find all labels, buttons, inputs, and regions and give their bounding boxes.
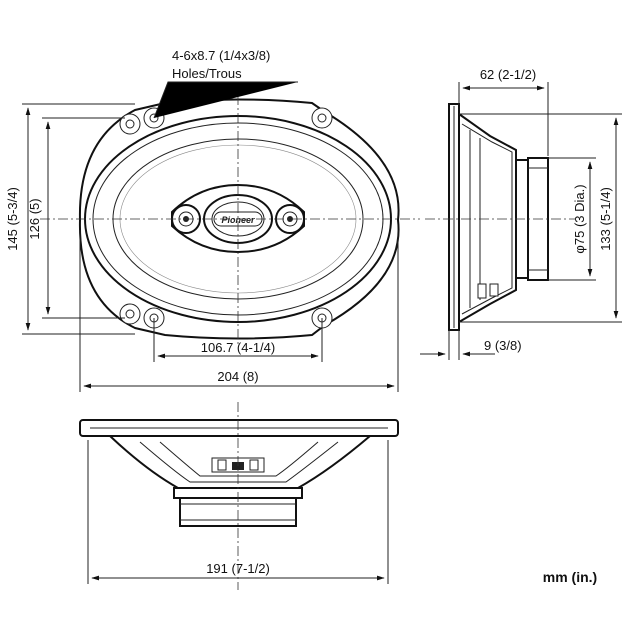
dim-9-label: 9 (3/8) [484,338,522,353]
mounting-hole-top-right [311,107,333,129]
dim-191-label: 191 (7-1/2) [206,561,270,576]
brand-logo-text: Pioneer [221,215,255,225]
top-dimensions [87,440,389,584]
dim-133-label: 133 (5-1/4) [598,187,613,251]
front-view: Pioneer [40,95,420,345]
holes-label-line2: Holes/Trous [172,66,242,81]
front-dimensions [22,81,399,392]
dim-62-label: 62 (2-1/2) [480,67,536,82]
holes-label-line1: 4-6x8.7 (1/4x3/8) [172,48,270,63]
dim-145-label: 145 (5-3/4) [5,187,20,251]
side-view [425,103,575,331]
side-dimensions [420,82,622,360]
dim-126-label: 126 (5) [27,198,42,239]
mounting-hole-bottom-left [119,303,165,329]
top-view [79,402,399,590]
dim-204-label: 204 (8) [217,369,258,384]
dim-75-label: φ75 (3 Dia.) [572,184,587,253]
dim-106-label: 106.7 (4-1/4) [201,340,275,355]
units-label: mm (in.) [543,569,597,585]
